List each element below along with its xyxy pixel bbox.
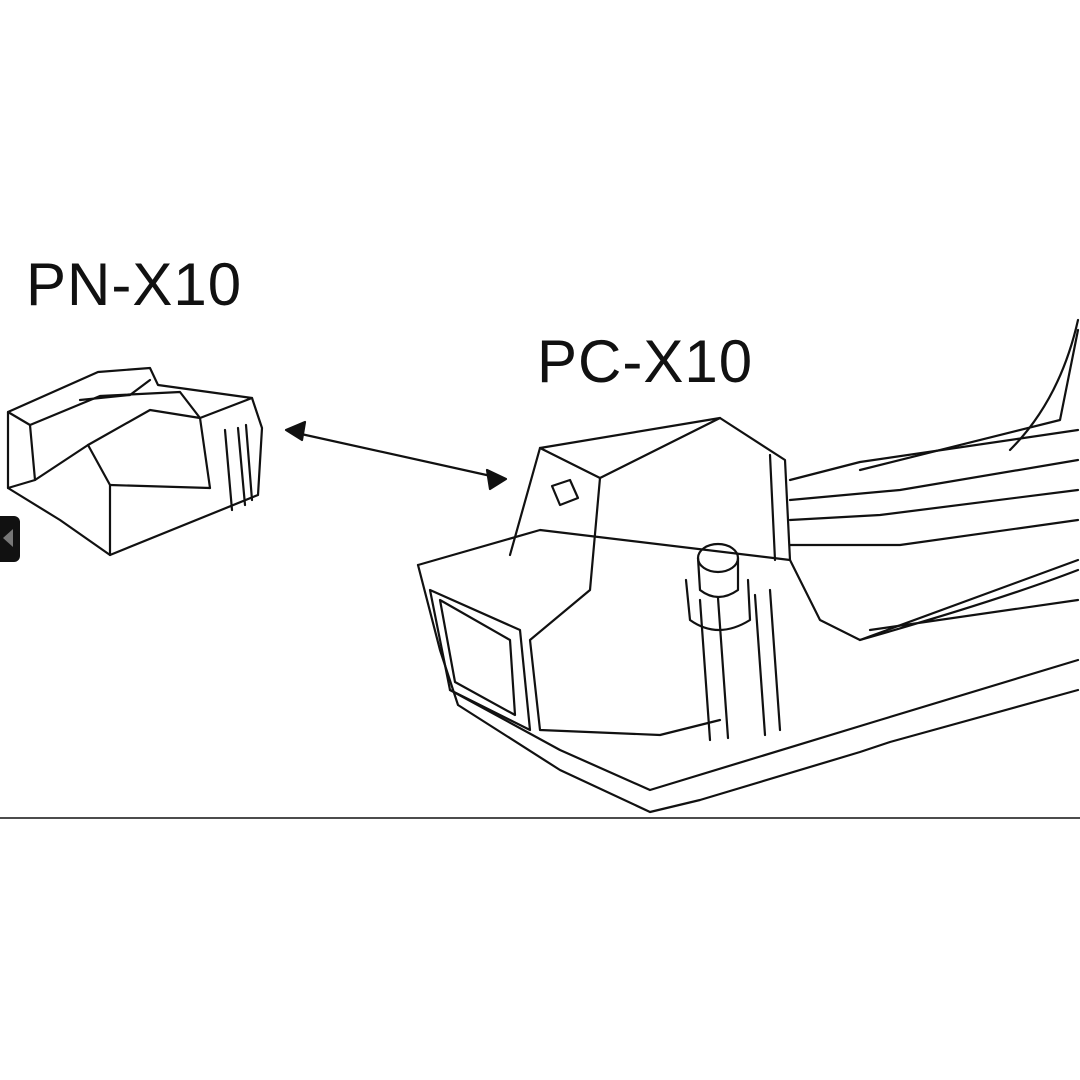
cartridge-model-label: PC-X10	[537, 328, 754, 395]
previous-arrow-button[interactable]	[0, 516, 20, 562]
cartridge-drawing	[416, 318, 1080, 814]
stylus-drawing	[6, 366, 264, 557]
double-arrow	[284, 420, 508, 491]
stylus-model-label: PN-X10	[26, 251, 243, 318]
arrow-left-icon	[3, 529, 13, 547]
